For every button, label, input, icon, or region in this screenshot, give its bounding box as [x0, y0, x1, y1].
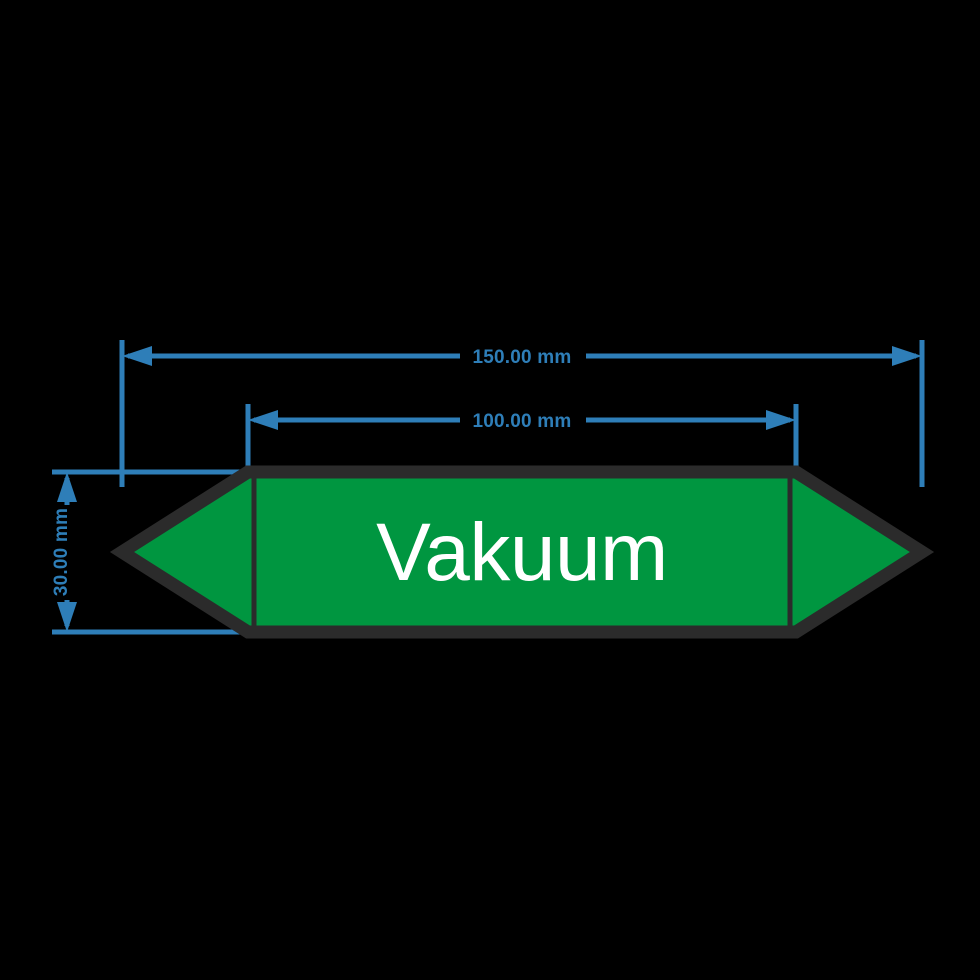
pipe-marker-arrow[interactable]: Vakuum: [109, 465, 935, 639]
extension-lines: [52, 340, 925, 635]
arrowhead-height-top: [57, 472, 77, 502]
product-label: Vakuum: [376, 507, 668, 598]
arrowhead-overall-right: [892, 346, 922, 366]
dimension-label-overall-width: 150.00 mm: [473, 347, 572, 368]
dimension-body-width: 100.00 mm: [248, 410, 796, 432]
dimension-height: 30.00 mm: [51, 472, 77, 632]
dimension-label-height: 30.00 mm: [51, 508, 72, 596]
arrowhead-overall-left: [122, 346, 152, 366]
dimension-label-body-width: 100.00 mm: [473, 411, 572, 432]
arrow-shape[interactable]: [109, 465, 935, 639]
arrowhead-body-left: [248, 410, 278, 430]
arrowhead-body-right: [766, 410, 796, 430]
dimension-overall-width: 150.00 mm: [122, 346, 922, 368]
arrowhead-height-bottom: [57, 602, 77, 632]
